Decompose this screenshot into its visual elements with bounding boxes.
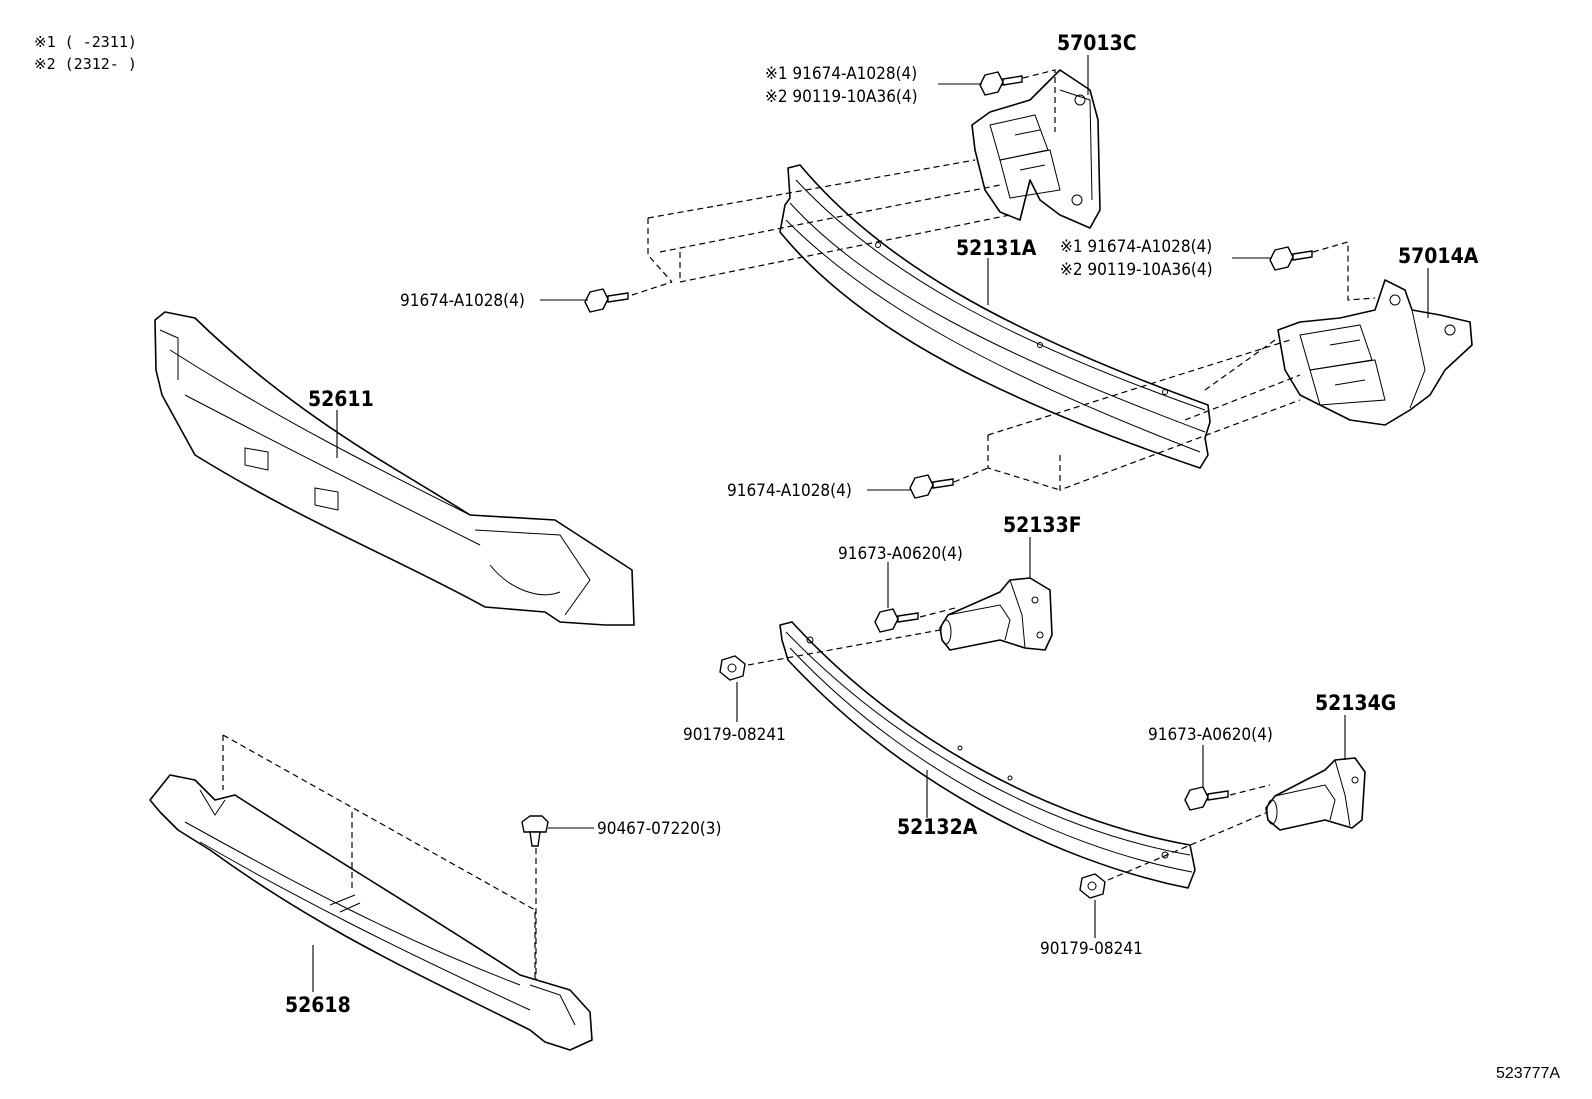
reinforcement-52132A[interactable] [779,621,1196,889]
bolt-icon [909,474,954,499]
clip-icon [521,815,549,847]
bracket-57014A[interactable] [1277,279,1473,426]
leader-lines [312,55,1429,992]
part-label-52134G: 52134G [1315,691,1396,715]
part-label-57013C: 57013C [1057,31,1137,55]
nut-icon [1079,873,1106,899]
absorber-52618[interactable] [149,774,593,1051]
fastener-label-lower-bolt: 91674-A1028(4) [727,481,852,501]
fastener-label-nut-right: 90179-08241 [1040,939,1143,959]
bolt-icon [1269,246,1313,271]
diagram-reference-number: 523777A [1496,1065,1560,1082]
fastener-label-top-1: ※1 91674-A1028(4) [765,64,917,84]
bracket-57013C[interactable] [971,69,1101,229]
part-label-52618: 52618 [285,993,351,1017]
fastener-label-52134-bolt: 91673-A0620(4) [1148,725,1273,745]
fastener-label-right-1: ※1 91674-A1028(4) [1060,237,1212,257]
absorber-52611[interactable] [154,311,635,626]
bolt-icon [979,71,1023,96]
fastener-label-52133-bolt: 91673-A0620(4) [838,544,963,564]
extension-52134G[interactable] [1265,757,1366,831]
extension-52133F[interactable] [939,577,1053,651]
part-label-52131A: 52131A [956,236,1037,260]
note-2: ※2 (2312- ) [34,55,137,73]
bolt-icon [874,608,919,633]
bolt-icon [1184,786,1229,811]
note-1: ※1 ( -2311) [34,33,137,51]
fastener-label-top-2: ※2 90119-10A36(4) [765,87,918,107]
part-label-52132A: 52132A [897,815,978,839]
fastener-label-left-bolt: 91674-A1028(4) [400,291,525,311]
part-label-52611: 52611 [308,387,374,411]
reinforcement-52131A[interactable] [779,164,1211,469]
fastener-label-nut-left: 90179-08241 [683,725,786,745]
assembly-lines [222,69,1376,980]
bolt-icon [584,288,629,313]
part-label-57014A: 57014A [1398,244,1479,268]
nut-icon [719,655,746,681]
fastener-label-right-2: ※2 90119-10A36(4) [1060,260,1213,280]
part-label-52133F: 52133F [1003,513,1082,537]
fastener-label-clip: 90467-07220(3) [597,819,721,839]
